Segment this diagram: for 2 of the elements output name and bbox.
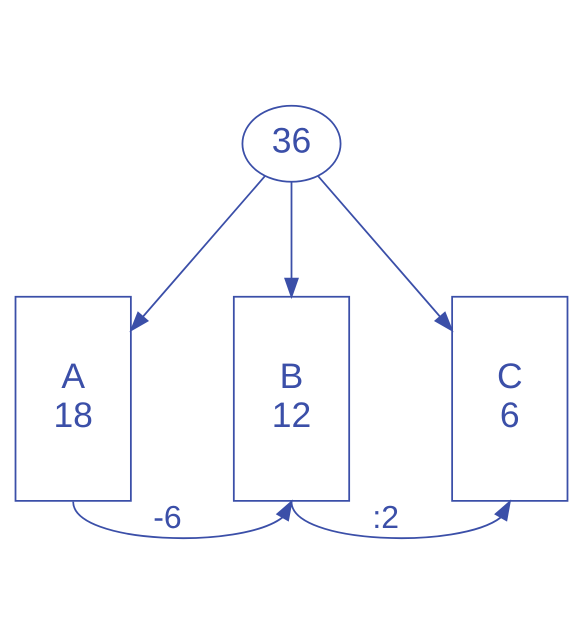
edge-label: -6 (153, 498, 182, 535)
edge-label: :2 (372, 498, 400, 535)
